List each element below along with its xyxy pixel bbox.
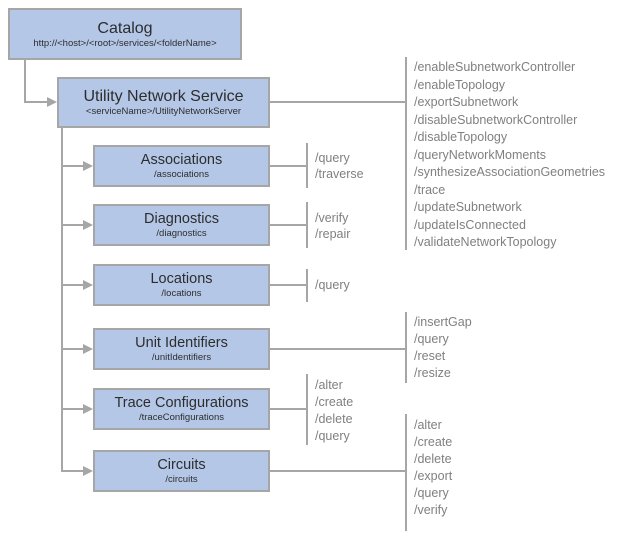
connector-unit-identifiers-operations [270, 348, 405, 350]
connector-branch-trace-configurations [61, 408, 84, 410]
node-unit-identifiers: Unit Identifiers /unitIdentifiers [93, 328, 270, 370]
connector-trunk-vertical [61, 126, 63, 471]
operation-item: /trace [414, 182, 446, 197]
operation-item: /query [315, 278, 350, 292]
bracket-unit-identifiers-operations [405, 312, 407, 383]
node-locations: Locations /locations [93, 264, 270, 306]
connector-branch-diagnostics [61, 224, 84, 226]
circuits-subtitle: /circuits [165, 473, 198, 485]
operation-item: /exportSubnetwork [414, 95, 519, 109]
operation-item: /query [315, 151, 350, 165]
catalog-subtitle: http://<host>/<root>/services/<folderNam… [33, 37, 217, 49]
diagnostics-title: Diagnostics [144, 210, 219, 227]
operation-item: /verify [414, 503, 448, 517]
connector-catalog-horizontal [24, 101, 48, 103]
operation-item: /disableSubnetworkController [414, 112, 578, 127]
service-title: Utility Network Service [83, 88, 244, 105]
node-diagnostics: Diagnostics /diagnostics [93, 204, 270, 246]
connector-associations-operations [270, 165, 307, 167]
connector-locations-operations [270, 284, 307, 286]
operation-item: /enableSubnetworkController [414, 60, 576, 74]
operation-item: /traverse [315, 167, 364, 181]
operation-item: /repair [315, 227, 351, 241]
service-subtitle: <serviceName>/UtilityNetworkServer [85, 106, 242, 117]
operation-item: /validateNetworkTopology [414, 235, 557, 249]
unit-identifiers-title: Unit Identifiers [135, 334, 228, 351]
operations-list-associations: /query /traverse [315, 150, 364, 182]
bracket-service-operations [405, 57, 407, 250]
operation-item: /delete [414, 452, 452, 466]
operation-item: /query [315, 429, 350, 443]
operation-item: /disableTopology [414, 130, 508, 144]
operation-item: /resize [414, 366, 451, 380]
node-circuits: Circuits /circuits [93, 450, 270, 492]
operation-item: /alter [414, 418, 442, 432]
arrowhead-associations-icon [83, 161, 93, 171]
associations-subtitle: /associations [154, 168, 209, 180]
operation-item: /create [414, 435, 453, 449]
bracket-diagnostics-operations [306, 202, 308, 248]
node-utility-network-service: Utility Network Service <serviceName>/Ut… [57, 77, 270, 128]
operations-list-diagnostics: /verify /repair [315, 210, 350, 242]
operation-item: /delete [315, 412, 353, 426]
operation-item: /export [414, 469, 453, 483]
operations-list-unit-identifiers: /insertGap /query /reset /resize [414, 314, 472, 382]
operation-item: /verify [315, 211, 349, 225]
connector-trace-configurations-operations [270, 408, 307, 410]
node-associations: Associations /associations [93, 145, 270, 187]
connector-branch-associations [61, 165, 84, 167]
connector-catalog-vertical [24, 58, 26, 103]
operation-item: /create [315, 395, 354, 409]
associations-title: Associations [140, 151, 223, 168]
operation-item: /reset [414, 349, 446, 363]
connector-branch-unit-identifiers [61, 348, 84, 350]
connector-circuits-operations [270, 470, 405, 472]
trace-configurations-title: Trace Configurations [114, 394, 249, 411]
operation-item: /enableTopology [414, 77, 506, 92]
diagnostics-subtitle: /diagnostics [156, 227, 207, 239]
bracket-circuits-operations [405, 414, 407, 531]
operation-item: /alter [315, 378, 343, 392]
arrowhead-trace-configurations-icon [83, 404, 93, 414]
locations-title: Locations [150, 270, 213, 287]
arrowhead-diagnostics-icon [83, 220, 93, 230]
operation-item: /query [414, 486, 449, 500]
bracket-trace-configurations-operations [306, 374, 308, 445]
connector-service-operations [270, 101, 405, 103]
catalog-title: Catalog [97, 19, 153, 37]
operations-list-locations: /query [315, 277, 350, 293]
operation-item: /insertGap [414, 315, 472, 329]
trace-configurations-subtitle: /traceConfigurations [138, 411, 225, 423]
operations-list-service: /enableSubnetworkController /enableTopol… [414, 59, 605, 252]
bracket-associations-operations [306, 143, 308, 188]
operation-item: /updateSubnetwork [414, 200, 522, 214]
unit-identifiers-subtitle: /unitIdentifiers [151, 351, 212, 363]
arrowhead-service-icon [47, 97, 57, 107]
operation-item: /queryNetworkMoments [414, 147, 546, 162]
arrowhead-locations-icon [83, 280, 93, 290]
arrowhead-circuits-icon [83, 466, 93, 476]
operations-list-circuits: /alter /create /delete /export /query /v… [414, 417, 452, 519]
bracket-locations-operations [306, 269, 308, 302]
connector-diagnostics-operations [270, 224, 307, 226]
locations-subtitle: /locations [161, 287, 202, 299]
node-catalog: Catalog http://<host>/<root>/services/<f… [8, 8, 242, 60]
connector-branch-locations [61, 284, 84, 286]
operation-item: /updateIsConnected [414, 217, 526, 232]
circuits-title: Circuits [157, 456, 206, 473]
arrowhead-unit-identifiers-icon [83, 344, 93, 354]
node-trace-configurations: Trace Configurations /traceConfiguration… [93, 388, 270, 430]
operations-list-trace-configurations: /alter /create /delete /query [315, 377, 353, 445]
connector-branch-circuits [61, 470, 84, 472]
operation-item: /synthesizeAssociationGeometries [414, 165, 606, 179]
operation-item: /query [414, 332, 449, 346]
